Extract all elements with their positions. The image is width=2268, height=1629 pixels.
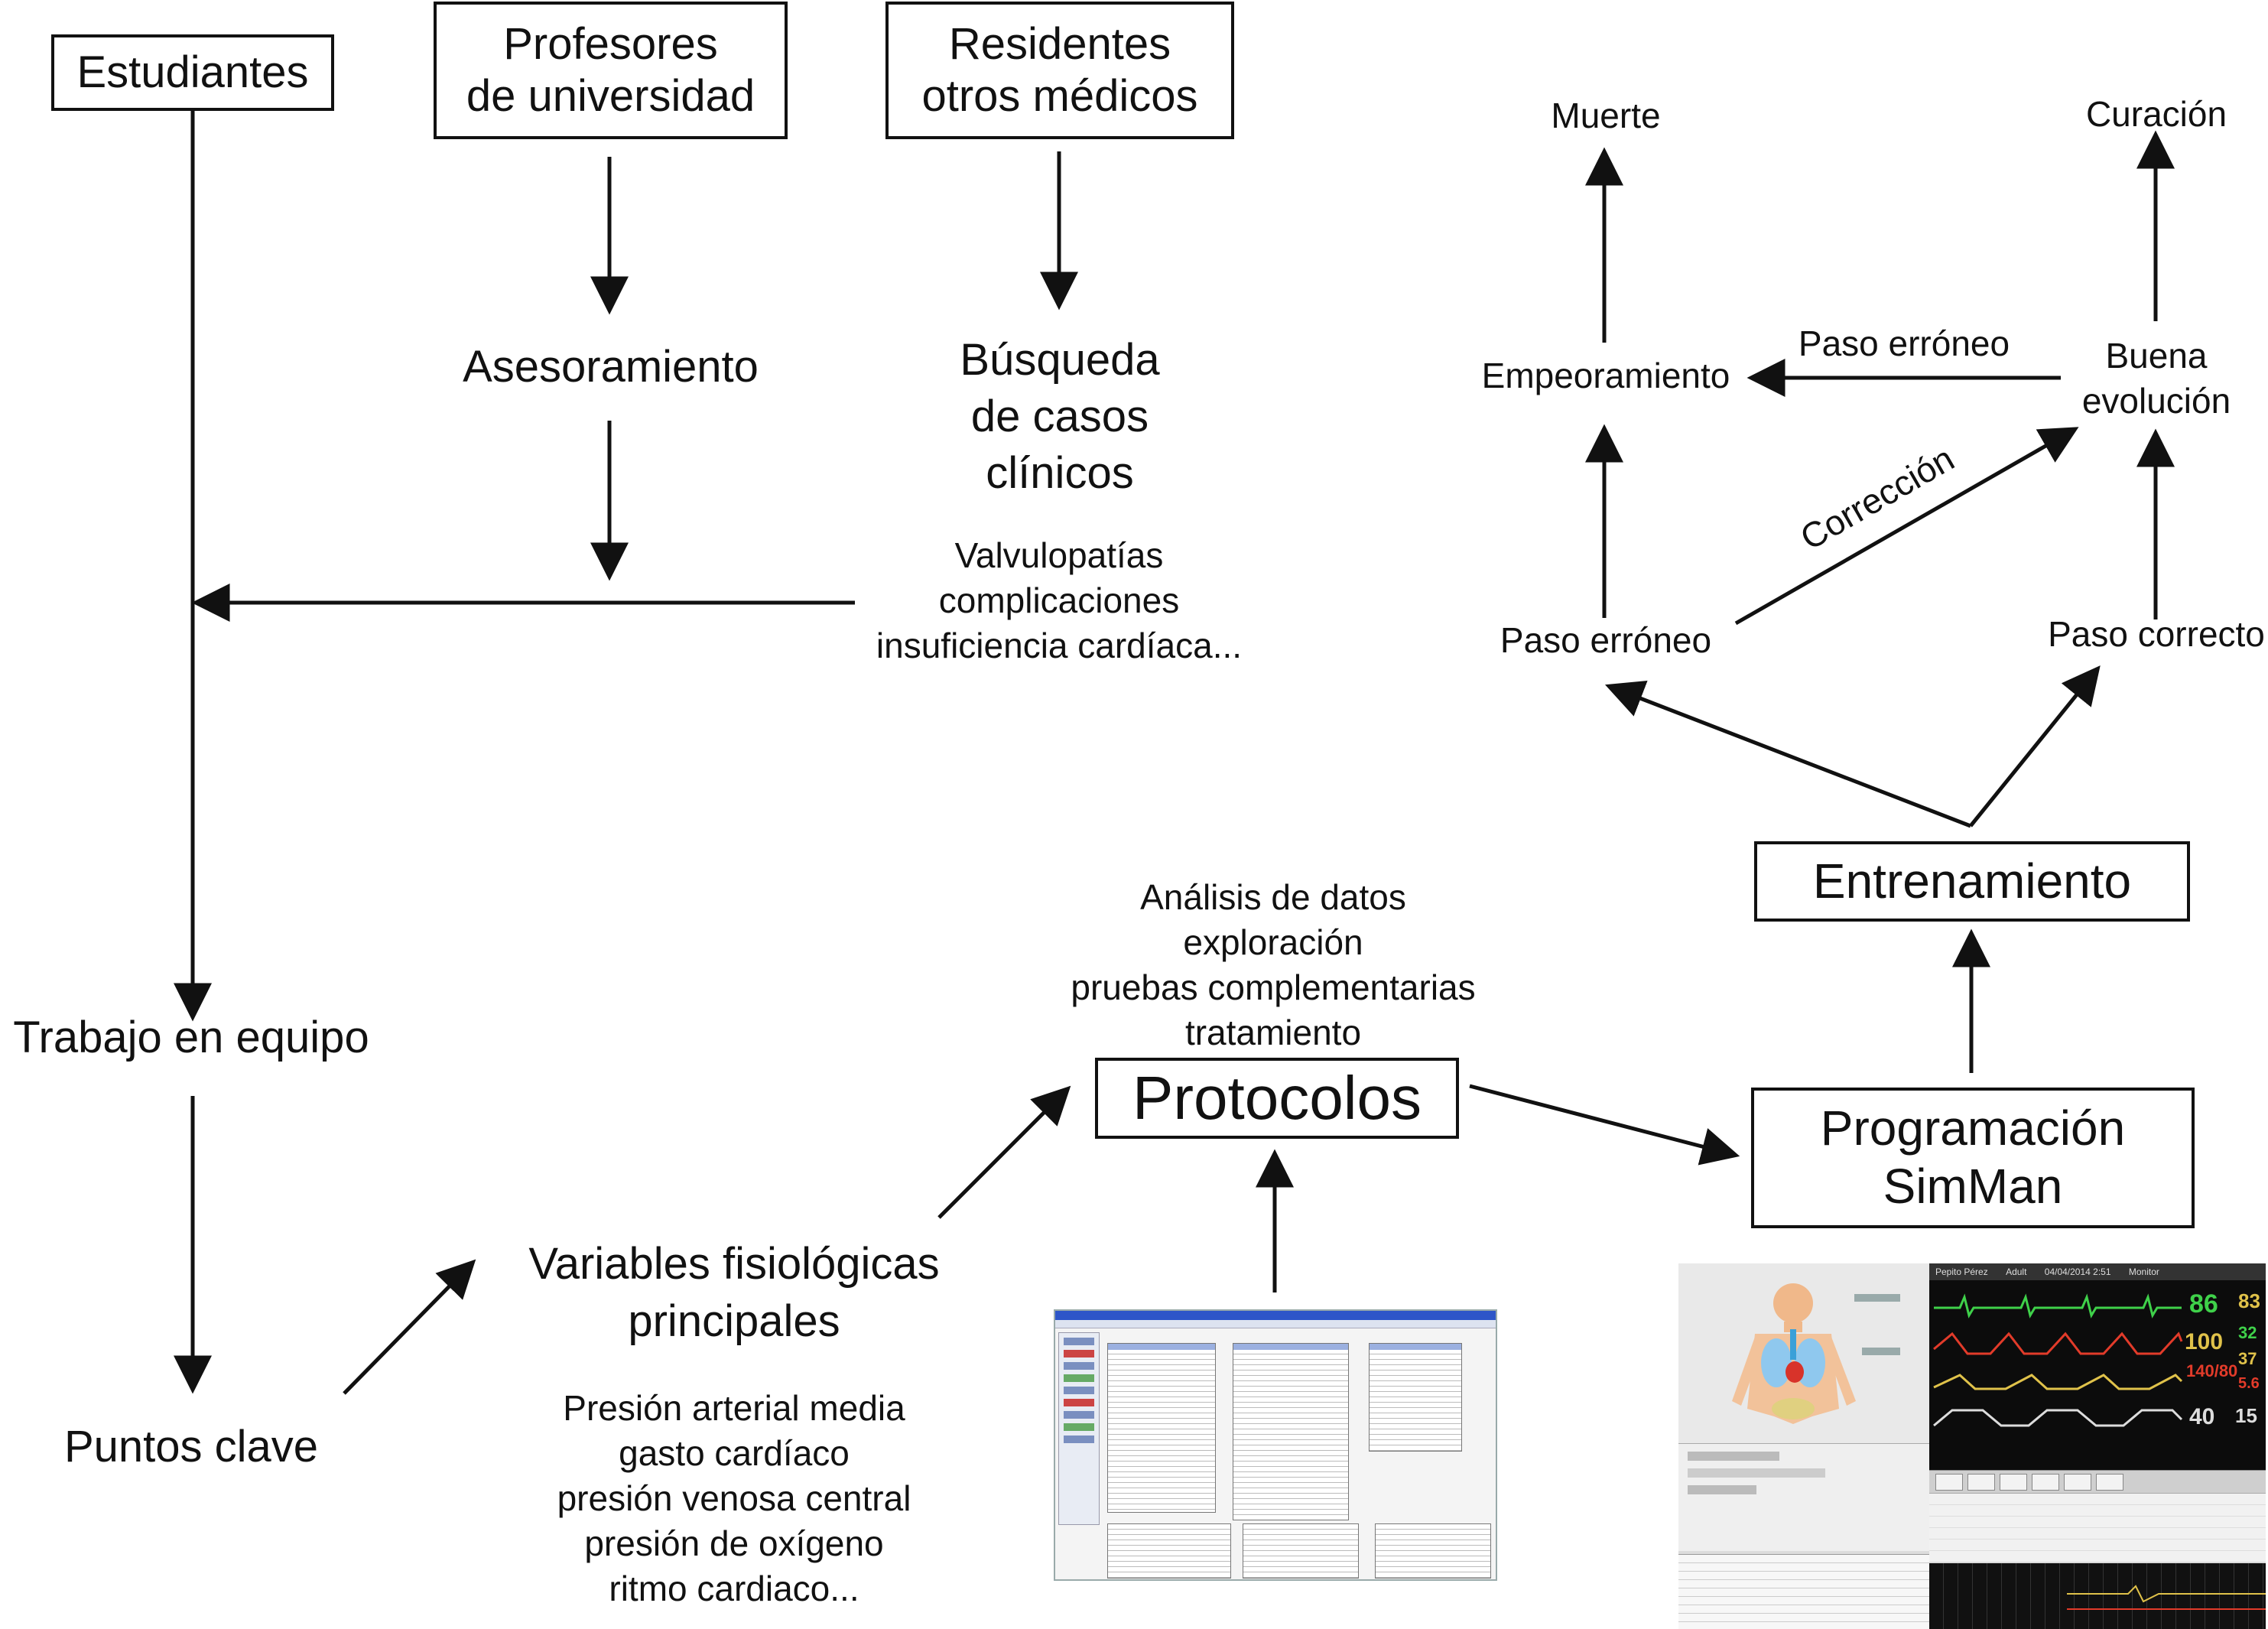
ecg-waveform xyxy=(1934,1293,2182,1318)
monitor-side-2: 32 xyxy=(2238,1323,2257,1342)
node-muerte: Muerte xyxy=(1551,96,1661,135)
patient-controls xyxy=(1678,1443,1929,1551)
protocol-editor-screenshot xyxy=(1054,1309,1497,1581)
node-analisis: Análisis de datos exploración pruebas co… xyxy=(1071,877,1476,1052)
monitor-rr-value: 15 xyxy=(2235,1404,2257,1427)
trend-panel xyxy=(1929,1563,2266,1629)
node-programacion: Programación SimMan xyxy=(1751,1088,2195,1228)
node-residentes-label: Residentes otros médicos xyxy=(921,18,1198,121)
monitor-mode: Adult xyxy=(2006,1266,2027,1277)
trend-graph xyxy=(2067,1585,2266,1610)
node-programacion-label: Programación SimMan xyxy=(1820,1101,2126,1214)
simman-monitor-screenshot: Pepito Pérez Adult 04/04/2014 2:51 Monit… xyxy=(1678,1263,2266,1629)
monitor-date: 04/04/2014 2:51 xyxy=(2044,1266,2111,1277)
editor-state-box-1 xyxy=(1107,1343,1216,1513)
node-buena-evolucion: Buena evolución xyxy=(2081,336,2231,421)
editor-state-box-3 xyxy=(1369,1343,1462,1452)
vital-signs-monitor: Pepito Pérez Adult 04/04/2014 2:51 Monit… xyxy=(1929,1263,2266,1470)
node-variables: Variables fisiológicas principales xyxy=(528,1239,940,1347)
node-paso-correcto: Paso correcto xyxy=(2048,614,2265,654)
node-asesoramiento: Asesoramiento xyxy=(463,342,759,392)
node-profesores: Profesores de universidad xyxy=(434,2,788,139)
arrow-variables-to-protocolos xyxy=(937,1085,1071,1219)
monitor-spo2-value: 100 xyxy=(2185,1329,2224,1354)
monitor-control-strip xyxy=(1929,1470,2266,1494)
arrow-entrenamiento-to-paso-correcto xyxy=(1969,665,2101,828)
editor-state-box-4 xyxy=(1107,1523,1231,1579)
editor-state-box-5 xyxy=(1243,1523,1359,1579)
node-profesores-label: Profesores de universidad xyxy=(466,18,755,121)
monitor-side-1: 83 xyxy=(2238,1289,2260,1312)
editor-menubar xyxy=(1055,1320,1496,1328)
node-empeoramiento: Empeoramiento xyxy=(1481,356,1730,395)
editor-toolbox xyxy=(1058,1332,1100,1525)
node-busqueda: Búsqueda de casos clínicos xyxy=(960,335,1160,499)
editor-titlebar xyxy=(1055,1311,1496,1320)
arrow-puntos-to-variables xyxy=(343,1259,476,1395)
cvp-waveform xyxy=(1933,1374,2183,1390)
node-entrenamiento-label: Entrenamiento xyxy=(1812,853,2132,909)
monitor-hr-value: 86 xyxy=(2189,1289,2218,1318)
node-curacion: Curación xyxy=(2085,94,2227,134)
arterial-waveform xyxy=(1933,1331,2183,1355)
node-estudiantes: Estudiantes xyxy=(51,34,334,111)
node-protocolos-label: Protocolos xyxy=(1132,1063,1422,1132)
editor-state-box-2 xyxy=(1233,1343,1349,1520)
node-protocolos: Protocolos xyxy=(1095,1058,1459,1139)
node-trabajo-equipo: Trabajo en equipo xyxy=(13,1013,369,1062)
arrow-protocolos-to-programacion xyxy=(1469,1084,1740,1166)
monitor-side-4: 5.6 xyxy=(2238,1375,2260,1392)
node-entrenamiento: Entrenamiento xyxy=(1754,841,2190,922)
arrow-entrenamiento-to-paso-erroneo xyxy=(1605,680,1971,828)
node-paso-erroneo-bottom: Paso erróneo xyxy=(1500,620,1712,660)
patient-body-icon xyxy=(1732,1283,1900,1424)
event-list-panel xyxy=(1929,1493,2266,1562)
monitor-patient-name: Pepito Pérez xyxy=(1935,1266,1988,1277)
edge-label-paso-erroneo: Paso erróneo xyxy=(1798,324,2010,363)
node-valvulopatias: Valvulopatías complicaciones insuficienc… xyxy=(876,535,1243,665)
node-estudiantes-label: Estudiantes xyxy=(76,47,309,97)
node-puntos-clave: Puntos clave xyxy=(63,1422,319,1471)
editor-state-box-6 xyxy=(1375,1523,1491,1579)
node-residentes: Residentes otros médicos xyxy=(885,2,1234,139)
monitor-header: Pepito Pérez Adult 04/04/2014 2:51 Monit… xyxy=(1929,1263,2266,1280)
monitor-etco2-value: 40 xyxy=(2189,1404,2215,1429)
monitor-tab[interactable]: Monitor xyxy=(2128,1266,2159,1277)
patient-panel xyxy=(1678,1263,1929,1443)
node-variables-list: Presión arterial media gasto cardíaco pr… xyxy=(557,1388,911,1608)
monitor-side-3: 37 xyxy=(2238,1349,2257,1368)
arrow-correccion xyxy=(1734,427,2079,626)
pleth-waveform xyxy=(1933,1409,2183,1427)
monitor-bp-value: 140/80 xyxy=(2186,1361,2238,1380)
log-panel xyxy=(1678,1554,1929,1629)
monitor-waveforms xyxy=(1933,1293,2183,1427)
